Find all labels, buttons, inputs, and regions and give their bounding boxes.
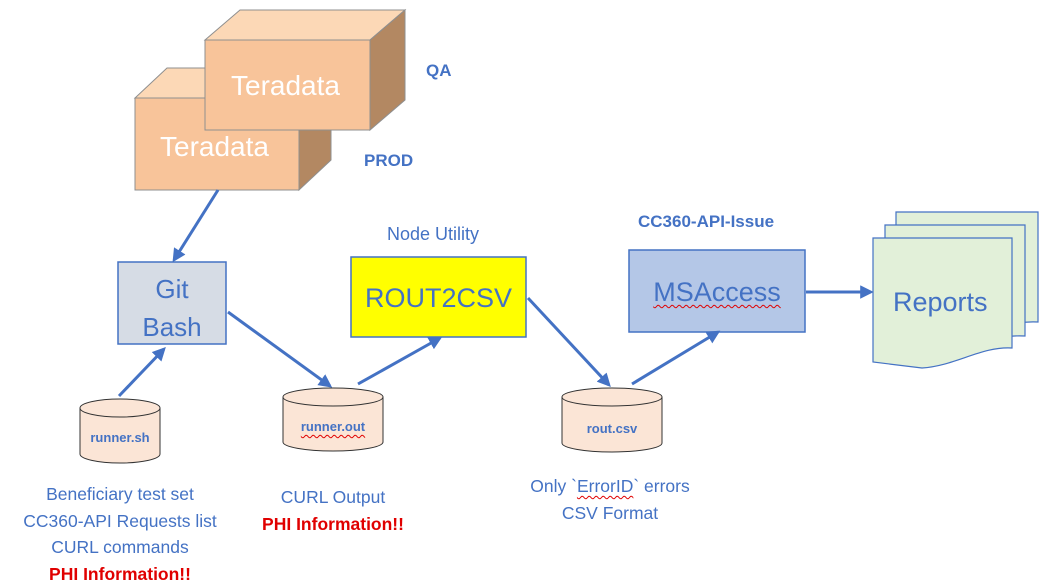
runner-out-warning: PHI Information!! (243, 511, 423, 538)
rout-csv-label: rout.csv (562, 421, 662, 436)
msaccess-label: MSAccess (629, 277, 805, 308)
rout-csv-note-term: ErrorID (577, 476, 633, 496)
runner-sh-note-2: CC360-API Requests list (0, 508, 240, 535)
rout-csv-notes: Only `ErrorID` errors CSV Format (500, 473, 720, 527)
git-bash-line2: Bash (118, 308, 226, 346)
rout-csv-note-1: Only `ErrorID` errors (500, 473, 720, 500)
runner-out-label-text: runner.out (301, 419, 365, 434)
runner-out-label: runner.out (283, 419, 383, 434)
qa-env-label: QA (426, 61, 452, 81)
rout-csv-note-2: CSV Format (500, 500, 720, 527)
msaccess-caption: CC360-API-Issue (638, 212, 774, 232)
prod-env-label: PROD (364, 151, 413, 171)
runner-sh-warning: PHI Information!! (0, 561, 240, 587)
teradata-qa-label: Teradata (231, 70, 340, 102)
teradata-prod-label: Teradata (160, 131, 269, 163)
reports-label: Reports (893, 287, 988, 318)
runner-sh-note-1: Beneficiary test set (0, 481, 240, 508)
runner-sh-note-3: CURL commands (0, 534, 240, 561)
git-bash-line1: Git (118, 270, 226, 308)
arrow-runnerout-to-rout2csv (358, 338, 440, 384)
arrow-routcsv-to-msaccess (632, 332, 718, 384)
arrow-teradata-to-gitbash (174, 190, 218, 260)
rout-csv-note-suffix: ` errors (633, 476, 689, 496)
runner-sh-notes: Beneficiary test set CC360-API Requests … (0, 481, 240, 587)
rout2csv-caption: Node Utility (387, 224, 479, 245)
arrow-gitbash-to-runnerout (228, 312, 330, 386)
runner-sh-label: runner.sh (80, 430, 160, 445)
arrow-rout2csv-to-routcsv (528, 298, 609, 385)
arrow-runnersh-to-gitbash (119, 349, 164, 396)
rout-csv-cylinder (562, 388, 662, 452)
msaccess-label-text: MSAccess (653, 277, 781, 307)
rout-csv-note-prefix: Only ` (530, 476, 577, 496)
runner-out-note-1: CURL Output (243, 484, 423, 511)
runner-out-notes: CURL Output PHI Information!! (243, 484, 423, 538)
git-bash-label: Git Bash (118, 270, 226, 346)
rout2csv-label: ROUT2CSV (351, 283, 526, 314)
